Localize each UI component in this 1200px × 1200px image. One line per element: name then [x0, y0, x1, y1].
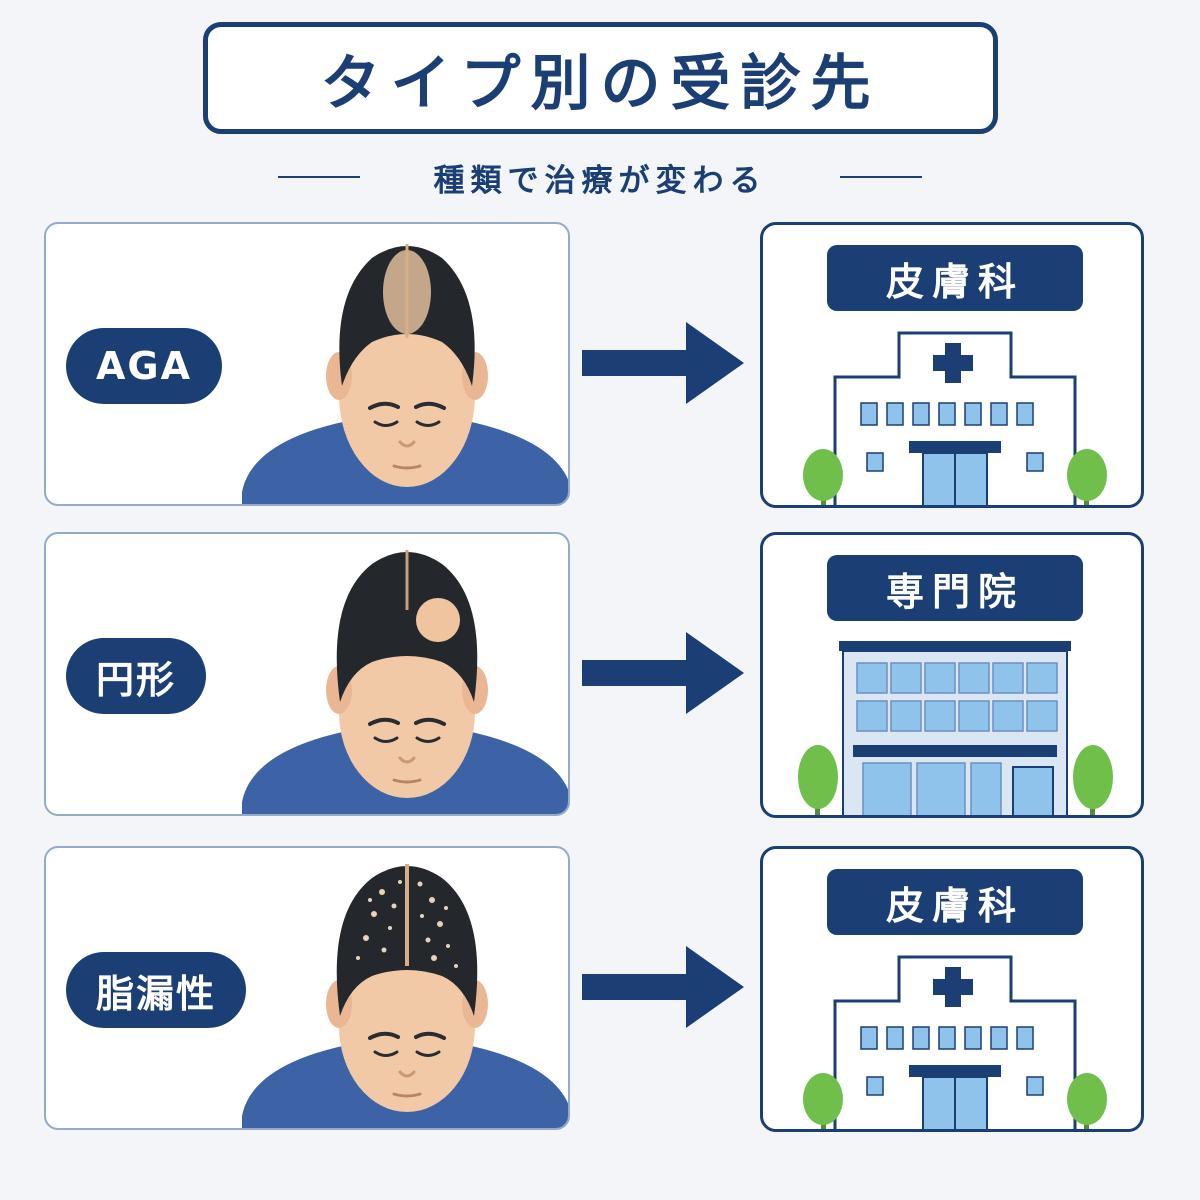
tree-right-icon	[1067, 449, 1107, 505]
title-box: タイプ別の受診先	[203, 22, 998, 134]
entrance-canopy	[909, 441, 1001, 453]
tree-right-icon	[1073, 745, 1113, 815]
hospital-with-cross-icon	[803, 331, 1107, 505]
hospital-with-cross-icon	[803, 955, 1107, 1129]
tree-left-icon	[803, 449, 843, 505]
subtitle-rule-left	[278, 176, 360, 178]
hair-type-label-circular: 円形	[66, 638, 207, 714]
left-eyebrow	[368, 1031, 400, 1040]
man-head-circular-patch-icon	[242, 550, 568, 814]
tree-left-icon	[803, 1073, 843, 1129]
left-eyebrow	[368, 401, 400, 410]
nose	[398, 756, 416, 764]
page-subtitle: 種類で治療が変わる	[433, 162, 767, 199]
scalp-flakes	[356, 880, 458, 968]
left-eye	[373, 1050, 399, 1057]
clinic-card-dermatology-2: 皮膚科	[760, 846, 1144, 1132]
hair-type-card-seborrheic: 脂漏性	[44, 846, 570, 1130]
left-eye	[373, 420, 399, 427]
office-window-grid	[856, 662, 1058, 732]
left-eyebrow	[368, 717, 400, 726]
arrow-right-icon	[582, 322, 744, 404]
face-shape	[339, 303, 475, 487]
face-shape	[339, 626, 475, 798]
cross-icon-horizontal	[933, 979, 973, 995]
hair-type-label-seborrheic: 脂漏性	[66, 952, 247, 1028]
circular-bald-patch	[416, 598, 460, 642]
mouth	[392, 1092, 422, 1098]
face-shape	[339, 940, 475, 1112]
hair-type-label-aga: AGA	[66, 328, 223, 404]
subtitle-rule-right	[840, 176, 922, 178]
mouth	[392, 778, 422, 784]
man-head-flaky-scalp-icon	[242, 864, 568, 1128]
office-door	[1012, 766, 1054, 815]
arrow-right-icon	[582, 632, 744, 714]
right-eye	[415, 736, 441, 743]
clinic-label-specialist: 専門院	[827, 555, 1083, 621]
tree-right-icon	[1067, 1073, 1107, 1129]
window-row	[860, 1026, 1044, 1096]
hair-type-card-aga: AGA	[44, 222, 570, 506]
mouth	[392, 464, 422, 470]
right-eyebrow	[414, 401, 446, 410]
office-roof	[839, 641, 1071, 651]
clinic-card-specialist: 専門院	[760, 532, 1144, 818]
right-eyebrow	[414, 717, 446, 726]
hair-type-card-circular: 円形	[44, 532, 570, 816]
office-ground-windows	[862, 762, 1002, 815]
cross-icon-horizontal	[933, 355, 973, 371]
office-canopy	[853, 745, 1057, 757]
hair-shape	[336, 552, 478, 702]
office-clinic-icon	[798, 641, 1113, 815]
tree-left-icon	[798, 745, 838, 815]
clinic-label-dermatology-2: 皮膚科	[827, 869, 1083, 935]
nose	[398, 1070, 416, 1078]
nose	[398, 440, 416, 448]
man-head-thinning-crown-icon	[242, 244, 568, 504]
clinic-card-dermatology-1: 皮膚科	[760, 222, 1144, 508]
window-row	[860, 402, 1044, 472]
arrow-right-icon	[582, 946, 744, 1028]
right-eyebrow	[414, 1031, 446, 1040]
clinic-label-dermatology-1: 皮膚科	[827, 245, 1083, 311]
left-eye	[373, 736, 399, 743]
page-title: タイプ別の受診先	[320, 48, 881, 119]
entrance-canopy	[909, 1065, 1001, 1077]
right-eye	[415, 1050, 441, 1057]
right-eye	[415, 420, 441, 427]
subtitle-row: 種類で治療が変わる	[278, 152, 922, 202]
